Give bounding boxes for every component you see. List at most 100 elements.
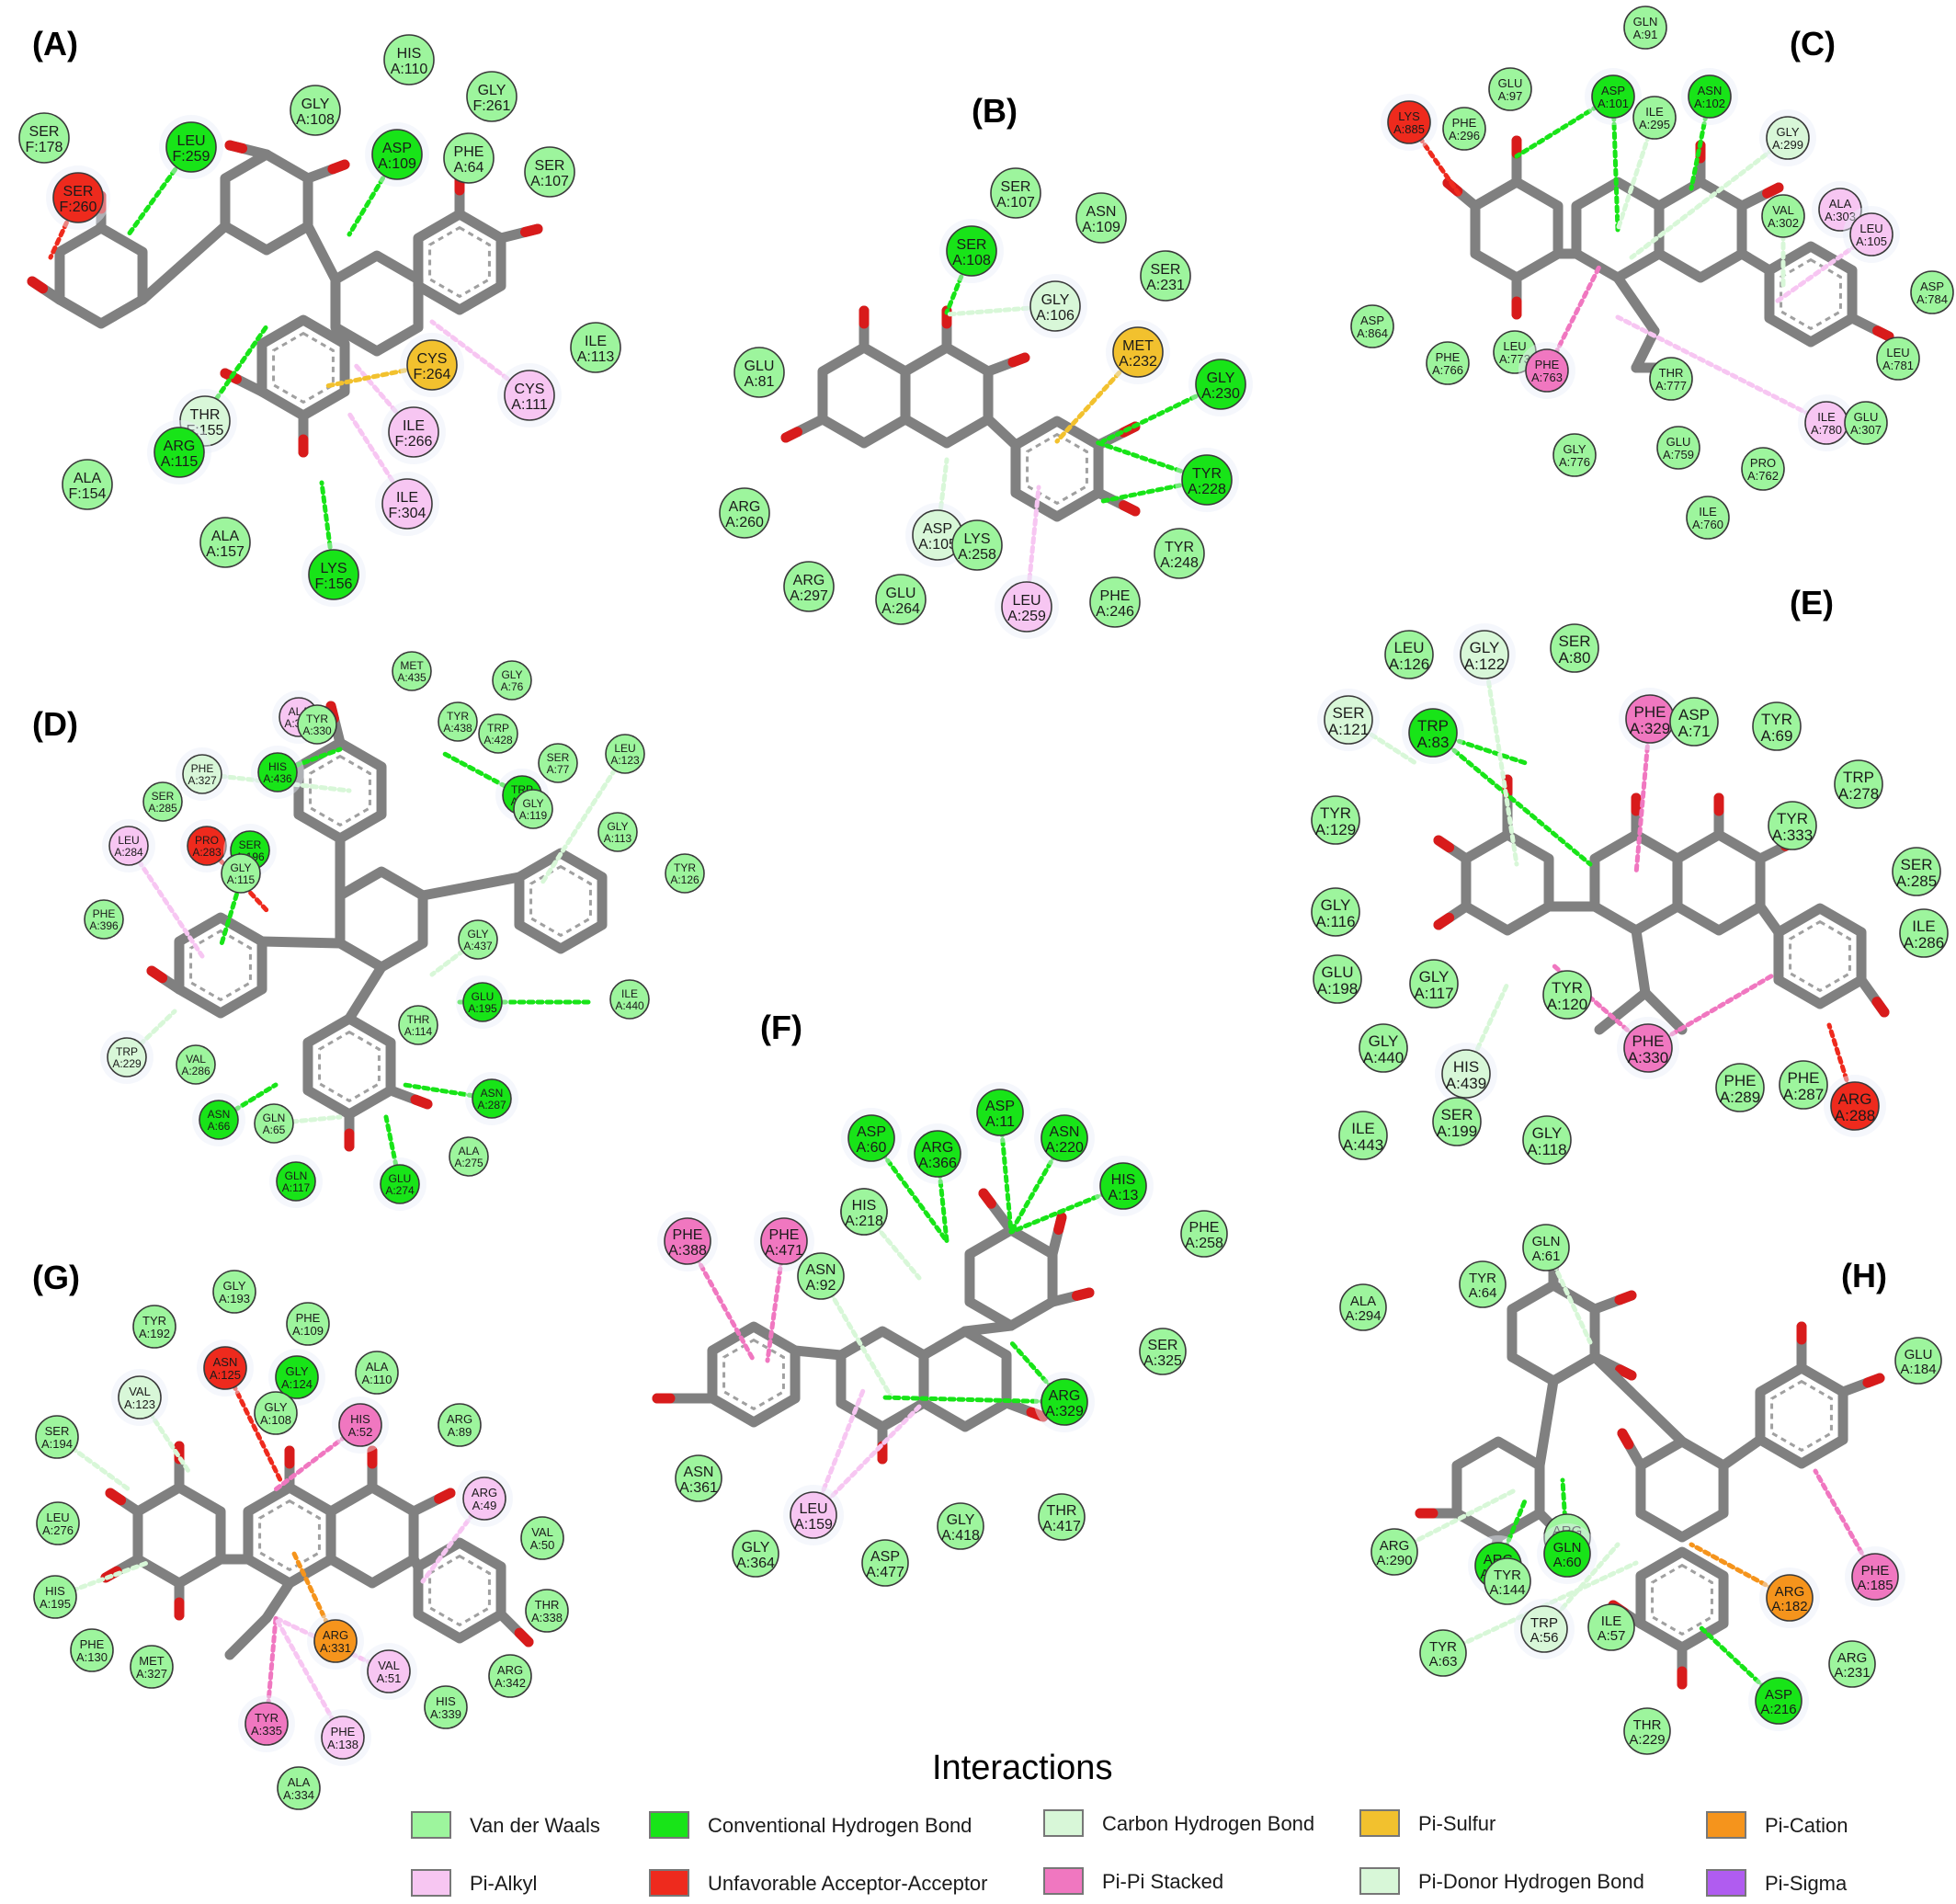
- ligand-bond: [137, 221, 231, 305]
- residue-id: A:126: [670, 873, 699, 886]
- residue-id: A:330: [1628, 1049, 1668, 1066]
- legend-item: Carbon Hydrogen Bond: [1043, 1809, 1314, 1837]
- residue-id: A:303: [1825, 210, 1856, 223]
- residue-name: HIS: [852, 1198, 877, 1214]
- residue-id: A:338: [531, 1611, 563, 1625]
- legend-item: Pi-Sigma: [1706, 1869, 1848, 1897]
- residue-name: GLY: [1563, 442, 1586, 456]
- residue-id: F:304: [389, 506, 426, 521]
- aromatic-bond: [1780, 257, 1842, 331]
- residue-id: F:154: [69, 486, 107, 502]
- aromatic-bond: [258, 1499, 321, 1572]
- residue-circle: [84, 899, 124, 940]
- residue-circle: [1432, 1097, 1482, 1146]
- residue-id: A:471: [765, 1243, 803, 1259]
- ligand-ring: [1451, 1436, 1545, 1543]
- legend-swatch: [1706, 1869, 1746, 1897]
- residue-name: TRP: [487, 722, 509, 735]
- residue-circle: [1623, 1707, 1671, 1755]
- residue-id: A:92: [806, 1278, 836, 1294]
- interaction-line: [1482, 652, 1519, 867]
- residue-id: A:302: [1768, 216, 1799, 230]
- residue-id: A:287: [477, 1099, 506, 1112]
- oxygen-atom: [1872, 325, 1894, 342]
- residue-id: A:194: [41, 1437, 73, 1451]
- residue-circle: [383, 34, 435, 86]
- residue-circle: [406, 339, 458, 391]
- residue-id: A:331: [320, 1641, 351, 1655]
- residue-circle: [449, 1136, 489, 1177]
- residue-circle: [1384, 630, 1434, 679]
- interaction-line: [1629, 135, 1791, 260]
- residue-name: GLY: [1470, 639, 1500, 656]
- residue-name: GLU: [1854, 410, 1879, 424]
- residue-name: ALA: [288, 1775, 311, 1789]
- residue-id: A:109: [378, 156, 416, 172]
- residue-circle: [990, 167, 1041, 219]
- residue-id: A:123: [124, 1397, 155, 1411]
- panel-label-c: (C): [1790, 25, 1836, 63]
- residue-name: TYR: [1494, 1568, 1521, 1583]
- residue-circle: [286, 1302, 330, 1346]
- residue-id: A:773: [1499, 352, 1530, 366]
- residue-circle: [504, 370, 555, 421]
- residue-name: PHE: [331, 1725, 356, 1739]
- residue-circle: [221, 853, 261, 894]
- residue-circle: [1339, 1283, 1387, 1331]
- residue-name: SER: [63, 184, 94, 200]
- ligand-ring: [1654, 177, 1747, 283]
- residue-circle: [424, 1685, 468, 1729]
- residue-circle: [1834, 759, 1883, 809]
- residue-id: A:396: [89, 919, 119, 932]
- residue-id: A:307: [1850, 423, 1882, 437]
- residue-name: ASN: [208, 1108, 231, 1121]
- oxygen-atom: [1433, 835, 1455, 853]
- residue-circle: [875, 574, 927, 625]
- residue-id: A:763: [1531, 371, 1563, 384]
- residue-name: THR: [535, 1598, 560, 1612]
- oxygen-atom: [327, 159, 350, 175]
- ligand-bond: [261, 1578, 295, 1624]
- residue-name: ALA: [459, 1145, 480, 1157]
- residue-id: A:123: [610, 754, 640, 767]
- residue-circle: [297, 704, 337, 745]
- residue-id: A:264: [881, 601, 920, 617]
- residue-id: A:777: [1655, 379, 1687, 393]
- residue-name: PHE: [1632, 1032, 1665, 1050]
- residue-circle: [392, 651, 432, 691]
- residue-id: A:192: [139, 1327, 170, 1340]
- residue-id: A:428: [483, 734, 513, 747]
- residue-circle: [165, 121, 217, 173]
- residue-name: LEU: [1393, 639, 1424, 656]
- residue-name: GLU: [472, 990, 495, 1003]
- ligand-ring: [325, 1482, 419, 1589]
- residue-name: THR: [1659, 366, 1684, 380]
- residue-id: A:274: [385, 1184, 415, 1197]
- residue-name: TYR: [1320, 804, 1351, 822]
